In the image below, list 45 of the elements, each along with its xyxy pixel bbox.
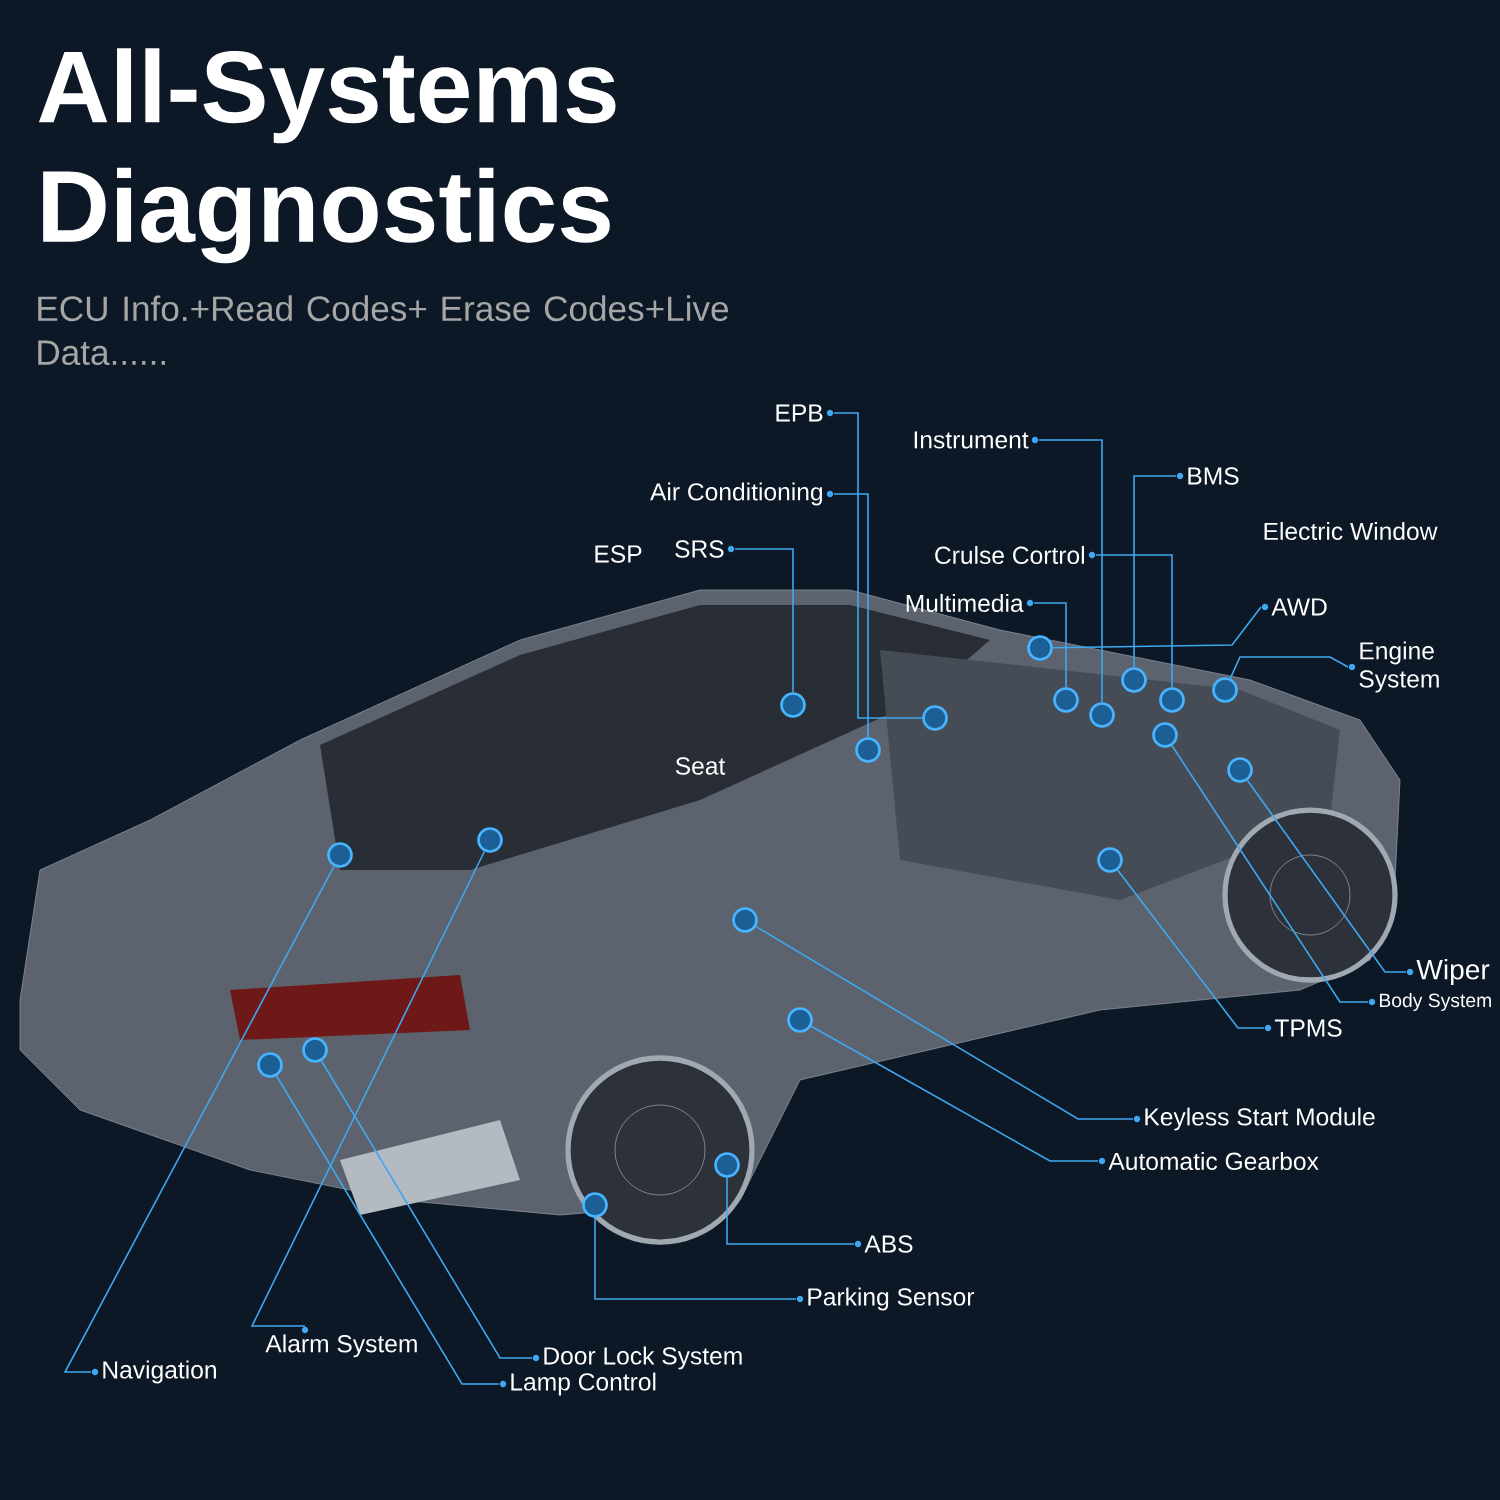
leader-line <box>833 412 923 719</box>
system-label: Electric Window <box>1264 521 1438 541</box>
subtitle: ECU Info.+Read Codes+ Erase Codes+Live Data...... <box>38 295 729 366</box>
system-label: SRS <box>675 540 735 558</box>
title: All-Systems Diagnostics <box>38 48 616 264</box>
leader-line <box>63 865 335 1373</box>
system-label: Parking Sensor <box>796 1287 975 1311</box>
system-label: TPMS <box>1264 1019 1342 1037</box>
system-label: Air Conditioning <box>650 482 834 506</box>
leader-line <box>1095 554 1173 688</box>
system-label: BMS <box>1176 467 1239 485</box>
leader-line <box>1033 602 1067 688</box>
system-label: EPB <box>776 404 834 422</box>
system-label: AWD <box>1261 598 1327 616</box>
system-label: Automatic Gearbox <box>1098 1152 1319 1171</box>
system-label: Seat <box>675 757 726 775</box>
system-label: Multimedia <box>906 593 1034 613</box>
leader-line <box>320 1060 533 1359</box>
system-label: Alarm System <box>265 1326 417 1358</box>
system-label: ABS <box>854 1235 913 1253</box>
leader-line <box>726 1177 855 1245</box>
leader-line <box>594 1217 797 1300</box>
leader-line <box>1133 475 1177 668</box>
leader-line <box>250 850 486 1327</box>
leader-line <box>1171 744 1369 1003</box>
system-label: Keyless Start Module <box>1133 1107 1375 1131</box>
leader-line <box>810 1025 1099 1162</box>
leader-line <box>1117 869 1265 1029</box>
system-label: Body System <box>1368 993 1491 1011</box>
system-label: Engine System <box>1348 641 1439 693</box>
leader-line <box>1246 779 1407 973</box>
leader-line <box>275 1075 500 1385</box>
system-label: Wiper <box>1406 958 1490 986</box>
leader-line <box>755 925 1134 1120</box>
system-label: Instrument <box>914 431 1039 449</box>
leader-line <box>1052 606 1262 649</box>
system-label: Door Lock System <box>532 1346 742 1370</box>
leader-line <box>833 493 869 738</box>
system-label: Crulse Cortrol <box>935 545 1096 565</box>
leader-line <box>1229 656 1349 680</box>
leader-line <box>734 548 794 693</box>
system-label: Navigation <box>91 1360 216 1384</box>
leader-line <box>1038 439 1103 703</box>
system-label: ESP <box>595 545 642 563</box>
system-label: Lamp Control <box>499 1372 656 1396</box>
